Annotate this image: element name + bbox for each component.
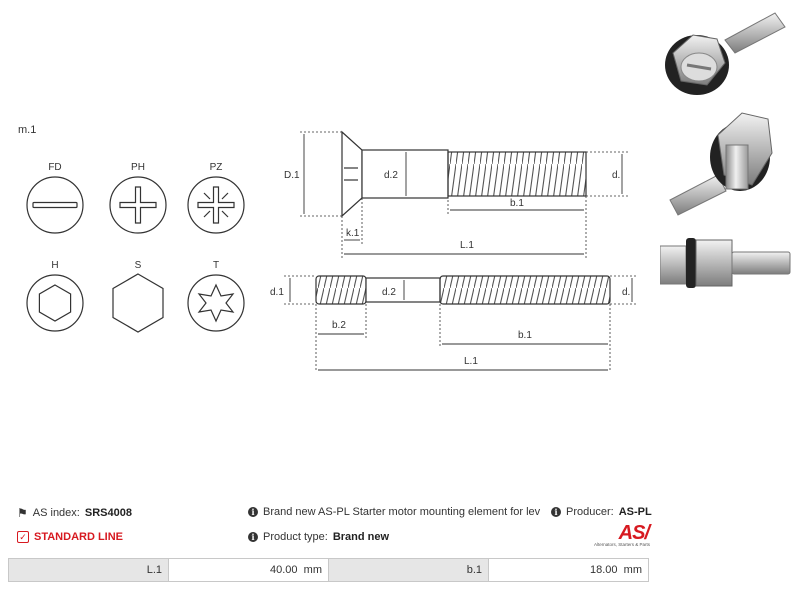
dim-stud-d: d. — [622, 287, 630, 298]
as-logo-text: AS — [618, 522, 646, 544]
hex-head-icon — [112, 273, 164, 333]
flat-slot-icon — [26, 176, 84, 234]
dim-stud-d1: d.1 — [270, 287, 284, 298]
info-icon: i — [248, 507, 258, 517]
drive-label-t: T — [213, 260, 219, 271]
screw-thread — [447, 151, 587, 197]
check-square-icon: ✓ — [17, 531, 29, 543]
phillips-icon — [109, 176, 167, 234]
as-index-value: SRS4008 — [84, 507, 132, 519]
pozidriv-icon — [187, 176, 245, 234]
screw-head — [341, 130, 363, 218]
section-label: m.1 — [18, 124, 37, 136]
as-index-row: ⚑ AS index: SRS4008 — [17, 506, 132, 520]
info-icon: i — [551, 507, 561, 517]
as-logo: AS/ Alternators, Starters & Parts — [586, 522, 650, 547]
dim-label: b.1 — [328, 558, 489, 582]
standard-line-row: ✓ STANDARD LINE — [17, 531, 123, 543]
product-photo-2[interactable] — [660, 105, 790, 220]
as-index-label: AS index: — [32, 507, 80, 519]
product-type-label: Product type: — [263, 531, 328, 543]
stud-thread-left — [315, 275, 367, 305]
dim-b1: b.1 — [510, 198, 524, 209]
dim-value: 18.00 mm — [488, 558, 649, 582]
stud-technical-drawing: d.1 d.2 d. b.2 b.1 L.1 — [270, 275, 638, 372]
description-text: Brand new AS-PL Starter motor mounting e… — [263, 506, 541, 518]
description-row: i Brand new AS-PL Starter motor mounting… — [248, 506, 540, 518]
dim-d2: d.2 — [384, 170, 398, 181]
hex-socket-icon — [26, 274, 84, 332]
dim-k1: k.1 — [346, 228, 360, 239]
drive-label-fd: FD — [48, 162, 61, 173]
screw-shank — [361, 149, 449, 199]
dim-L1: L.1 — [460, 240, 474, 251]
dim-stud-d2: d.2 — [382, 287, 396, 298]
dim-D1: D.1 — [284, 170, 300, 181]
tag-icon: ⚑ — [17, 506, 28, 520]
product-photo-1[interactable] — [655, 5, 790, 105]
drive-types-diagram: FD PH PZ H S T — [26, 162, 245, 333]
stud-thread-right — [439, 275, 611, 305]
dim-stud-L1: L.1 — [464, 356, 478, 367]
dim-d: d. — [612, 170, 620, 181]
product-type-row: i Product type: Brand new — [248, 531, 389, 543]
standard-line-label: STANDARD LINE — [34, 531, 124, 543]
as-logo-tagline: Alternators, Starters & Parts — [593, 542, 650, 547]
screw-technical-drawing: D.1 d.2 d. b.1 k.1 L.1 — [284, 130, 628, 260]
dim-label: L.1 — [8, 558, 169, 582]
drive-label-h: H — [51, 260, 58, 271]
stud-shank — [365, 277, 441, 303]
drive-label-s: S — [135, 260, 142, 271]
producer-row: i Producer: AS-PL — [551, 506, 652, 518]
product-type-value: Brand new — [332, 531, 390, 543]
dimensions-table: L.1 40.00 mm b.1 18.00 mm — [8, 558, 649, 582]
producer-value: AS-PL — [618, 506, 652, 518]
info-icon: i — [248, 532, 258, 542]
dim-stud-b1: b.1 — [518, 330, 532, 341]
product-photo-3[interactable] — [660, 232, 795, 294]
drive-label-ph: PH — [131, 162, 145, 173]
drive-label-pz: PZ — [210, 162, 223, 173]
producer-label: Producer: — [566, 506, 614, 518]
table-row: L.1 40.00 mm b.1 18.00 mm — [8, 558, 649, 582]
dim-value: 40.00 mm — [168, 558, 329, 582]
dim-stud-b2: b.2 — [332, 320, 346, 331]
torx-icon — [187, 274, 245, 332]
